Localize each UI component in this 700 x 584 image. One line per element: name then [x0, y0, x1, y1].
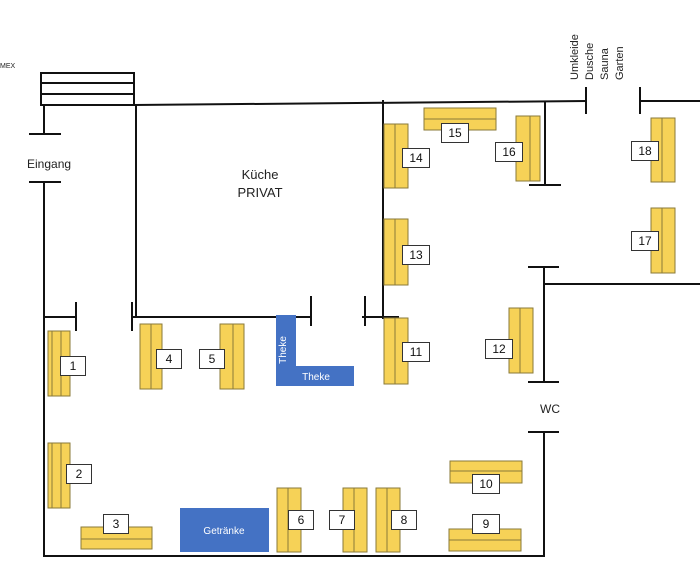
table-number-16: 16 — [495, 142, 523, 162]
wall-top — [132, 99, 588, 107]
table-number-13: 13 — [402, 245, 430, 265]
tables — [47, 107, 676, 553]
table-number-2: 2 — [66, 464, 92, 484]
kitchen-label-line1: Küche — [241, 167, 279, 182]
amenity-sauna: Sauna — [599, 48, 611, 80]
table-9-bench — [448, 539, 522, 552]
table-7-bench — [353, 487, 368, 553]
bar-counter-horizontal-label: Theke — [302, 372, 330, 383]
walls — [29, 72, 700, 557]
entrance-label: Eingang — [27, 157, 72, 171]
table-number-5: 5 — [199, 349, 225, 369]
table-number-4: 4 — [156, 349, 182, 369]
table-number-9: 9 — [472, 514, 500, 534]
table-number-15: 15 — [441, 123, 469, 143]
amenity-garten: Garten — [614, 46, 626, 80]
table-2-bench — [51, 442, 62, 509]
table-number-7: 7 — [329, 510, 355, 530]
bar-counter-horizontal — [276, 366, 354, 386]
kitchen-label-line2: PRIVAT — [237, 185, 283, 200]
table-number-1: 1 — [60, 356, 86, 376]
table-number-11: 11 — [402, 342, 430, 362]
drinks-counter-label: Getränke — [203, 526, 245, 537]
amenities-vertical-list: Umkleide Dusche Sauna Garten — [568, 0, 638, 80]
mex-label: MEX — [0, 63, 16, 70]
kitchen-label: Küche PRIVAT — [229, 166, 291, 202]
table-number-17: 17 — [631, 231, 659, 251]
table-number-10: 10 — [472, 474, 500, 494]
table-number-14: 14 — [402, 148, 430, 168]
stairs-symbol — [40, 72, 135, 106]
table-number-12: 12 — [485, 339, 513, 359]
drinks-counter — [180, 508, 269, 552]
wc-label: WC — [540, 402, 560, 416]
table-3-bench — [80, 538, 153, 550]
amenity-umkleide: Umkleide — [569, 34, 581, 80]
table-number-6: 6 — [288, 510, 314, 530]
table-5-bench — [232, 323, 245, 390]
counters: Theke Theke Getränke — [180, 315, 354, 552]
amenity-dusche: Dusche — [584, 42, 596, 80]
table-number-8: 8 — [391, 510, 417, 530]
table-number-18: 18 — [631, 141, 659, 161]
table-number-3: 3 — [103, 514, 129, 534]
table-16-bench — [529, 115, 541, 182]
table-10-bench — [449, 460, 523, 472]
bar-counter-vertical-label: Theke — [278, 336, 289, 364]
